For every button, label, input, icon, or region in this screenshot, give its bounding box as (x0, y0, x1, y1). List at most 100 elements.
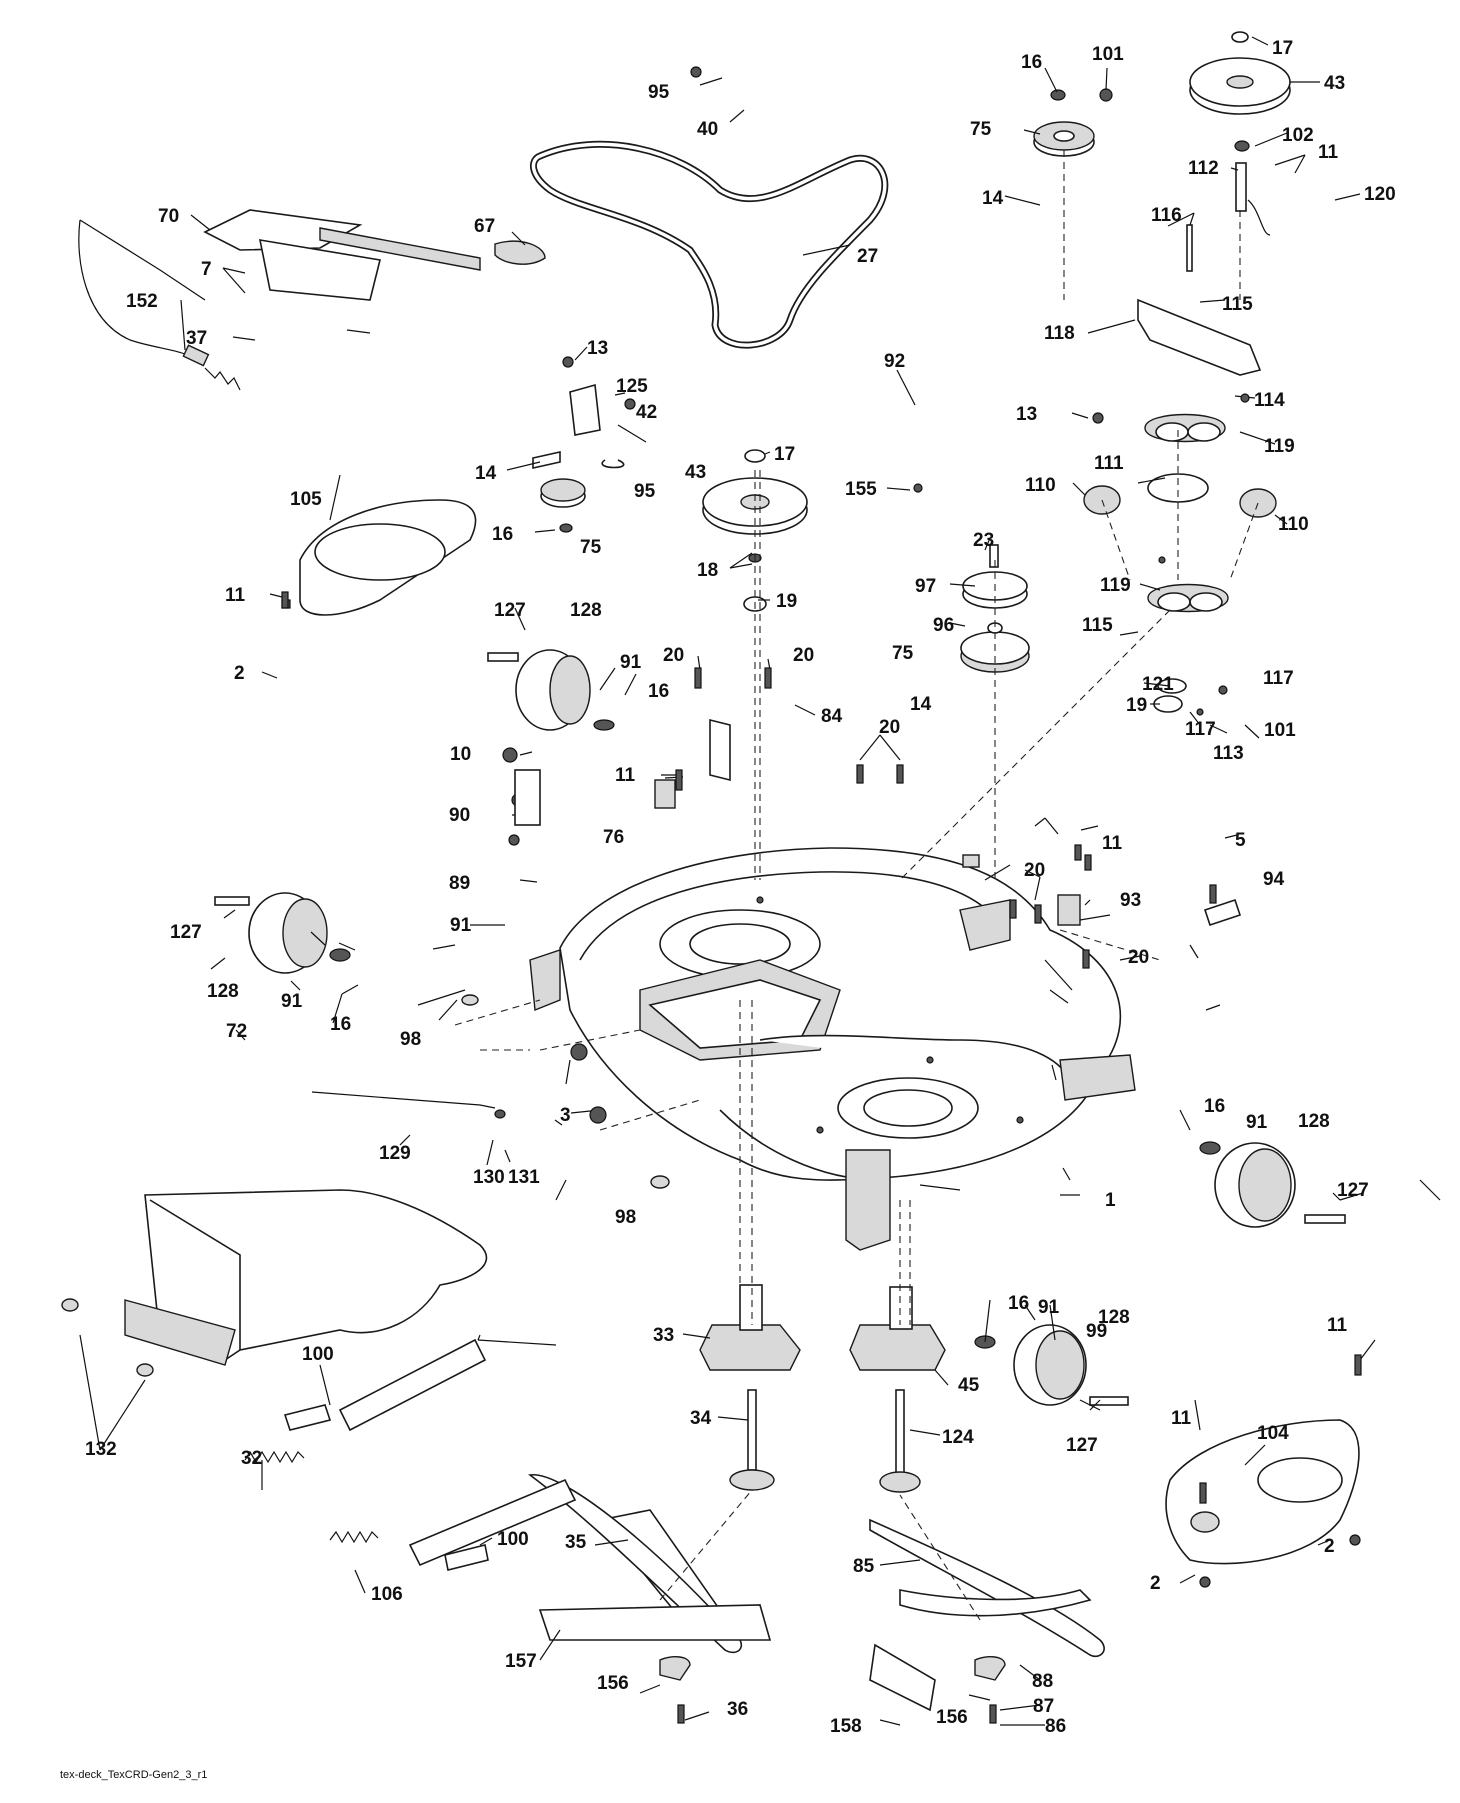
part-label: 84 (821, 706, 843, 727)
lift-links (283, 1338, 577, 1571)
part-label: 20 (1128, 947, 1149, 968)
part-label: 16 (1204, 1096, 1225, 1117)
part-label: 156 (936, 1707, 968, 1728)
part-label: 75 (970, 119, 992, 140)
part-label: 23 (973, 530, 994, 551)
idler-arm-bracket (532, 383, 601, 469)
part-label: 32 (241, 1448, 262, 1469)
part-label: 43 (685, 462, 706, 483)
part-label: 20 (879, 717, 900, 738)
gauge-wheel-right-mid (1199, 1141, 1346, 1228)
part-label: 112 (1188, 158, 1219, 179)
part-label: 131 (508, 1167, 540, 1188)
part-label: 72 (226, 1021, 247, 1042)
part-label: 110 (1278, 514, 1309, 535)
part-label: 96 (933, 615, 954, 636)
part-label: 98 (615, 1207, 636, 1228)
part-label: 157 (505, 1651, 537, 1672)
discharge-chute (61, 1189, 488, 1377)
part-label: 14 (982, 188, 1004, 209)
part-label: 127 (1337, 1180, 1369, 1201)
part-label: 90 (449, 805, 470, 826)
part-label: 16 (330, 1014, 351, 1035)
part-label: 35 (565, 1532, 587, 1553)
spindle-right (849, 1286, 946, 1493)
part-label: 19 (776, 591, 797, 612)
part-label: 11 (1318, 142, 1339, 163)
part-label: 101 (1092, 44, 1124, 65)
part-label: 113 (1213, 743, 1244, 764)
part-label: 42 (636, 402, 657, 423)
baffle-rod (311, 1091, 506, 1119)
belt-guard-right (1165, 1419, 1360, 1565)
part-label: 155 (845, 479, 877, 500)
gearbox-assembly (1083, 199, 1277, 713)
springs (244, 1450, 379, 1544)
part-label: 16 (1008, 1293, 1029, 1314)
part-label: 117 (1185, 719, 1216, 740)
part-label: 88 (1032, 1671, 1053, 1692)
part-label: 116 (1151, 205, 1182, 226)
part-label: 119 (1100, 575, 1131, 596)
top-right-pulley (1189, 31, 1291, 212)
part-label: 17 (1272, 38, 1293, 59)
part-label: 105 (290, 489, 322, 510)
part-label: 20 (1024, 860, 1045, 881)
part-label: 5 (1235, 830, 1246, 851)
part-label: 100 (497, 1529, 529, 1550)
lift-linkage (78, 209, 546, 391)
part-label: 1 (1105, 1190, 1116, 1211)
part-label: 20 (793, 645, 814, 666)
spindle-left (699, 1284, 801, 1491)
part-label: 91 (1246, 1112, 1268, 1133)
part-label: 20 (663, 645, 684, 666)
part-label: 127 (494, 600, 526, 621)
part-label: 34 (690, 1408, 712, 1429)
part-label: 87 (1033, 1696, 1054, 1717)
gauge-wheel-top (487, 649, 615, 731)
part-label: 16 (648, 681, 669, 702)
part-label: 152 (126, 291, 158, 312)
part-label: 11 (615, 765, 636, 786)
part-label: 128 (570, 600, 602, 621)
hardware-fasteners (281, 66, 1362, 1724)
part-label: 14 (910, 694, 932, 715)
part-label: 98 (400, 1029, 421, 1050)
blade-right (869, 1518, 1105, 1712)
part-label: 75 (580, 537, 602, 558)
belt-guard-left (281, 499, 477, 616)
part-label: 110 (1025, 475, 1056, 496)
part-label: 128 (1298, 1111, 1330, 1132)
part-label: 119 (1264, 436, 1295, 457)
part-label: 97 (915, 576, 936, 597)
part-label: 37 (186, 328, 207, 349)
part-label: 92 (884, 351, 905, 372)
gauge-wheel-bottom (974, 1324, 1129, 1406)
part-label: 158 (830, 1716, 862, 1737)
part-label: 115 (1222, 294, 1253, 315)
part-label: 124 (942, 1427, 974, 1448)
part-label: 129 (379, 1143, 411, 1164)
part-label: 102 (1282, 125, 1314, 146)
part-label: 13 (1016, 404, 1037, 425)
idler-pulley-center-right (960, 544, 1030, 673)
part-label: 14 (475, 463, 497, 484)
part-label: 89 (449, 873, 470, 894)
part-label: 40 (697, 119, 718, 140)
part-label: 16 (1021, 52, 1042, 73)
part-label: 115 (1082, 615, 1113, 636)
part-label: 17 (774, 444, 795, 465)
part-label: 117 (1263, 668, 1294, 689)
part-label: 128 (207, 981, 239, 1002)
drawing-caption: tex-deck_TexCRD-Gen2_3_r1 (60, 1769, 207, 1781)
part-label: 85 (853, 1556, 875, 1577)
drive-belt (530, 140, 889, 349)
part-label: 100 (302, 1344, 334, 1365)
part-label: 94 (1263, 869, 1285, 890)
part-label: 75 (892, 643, 914, 664)
part-label: 121 (1142, 674, 1174, 695)
part-label: 101 (1264, 720, 1296, 741)
part-label: 118 (1044, 323, 1075, 344)
part-label: 67 (474, 216, 495, 237)
